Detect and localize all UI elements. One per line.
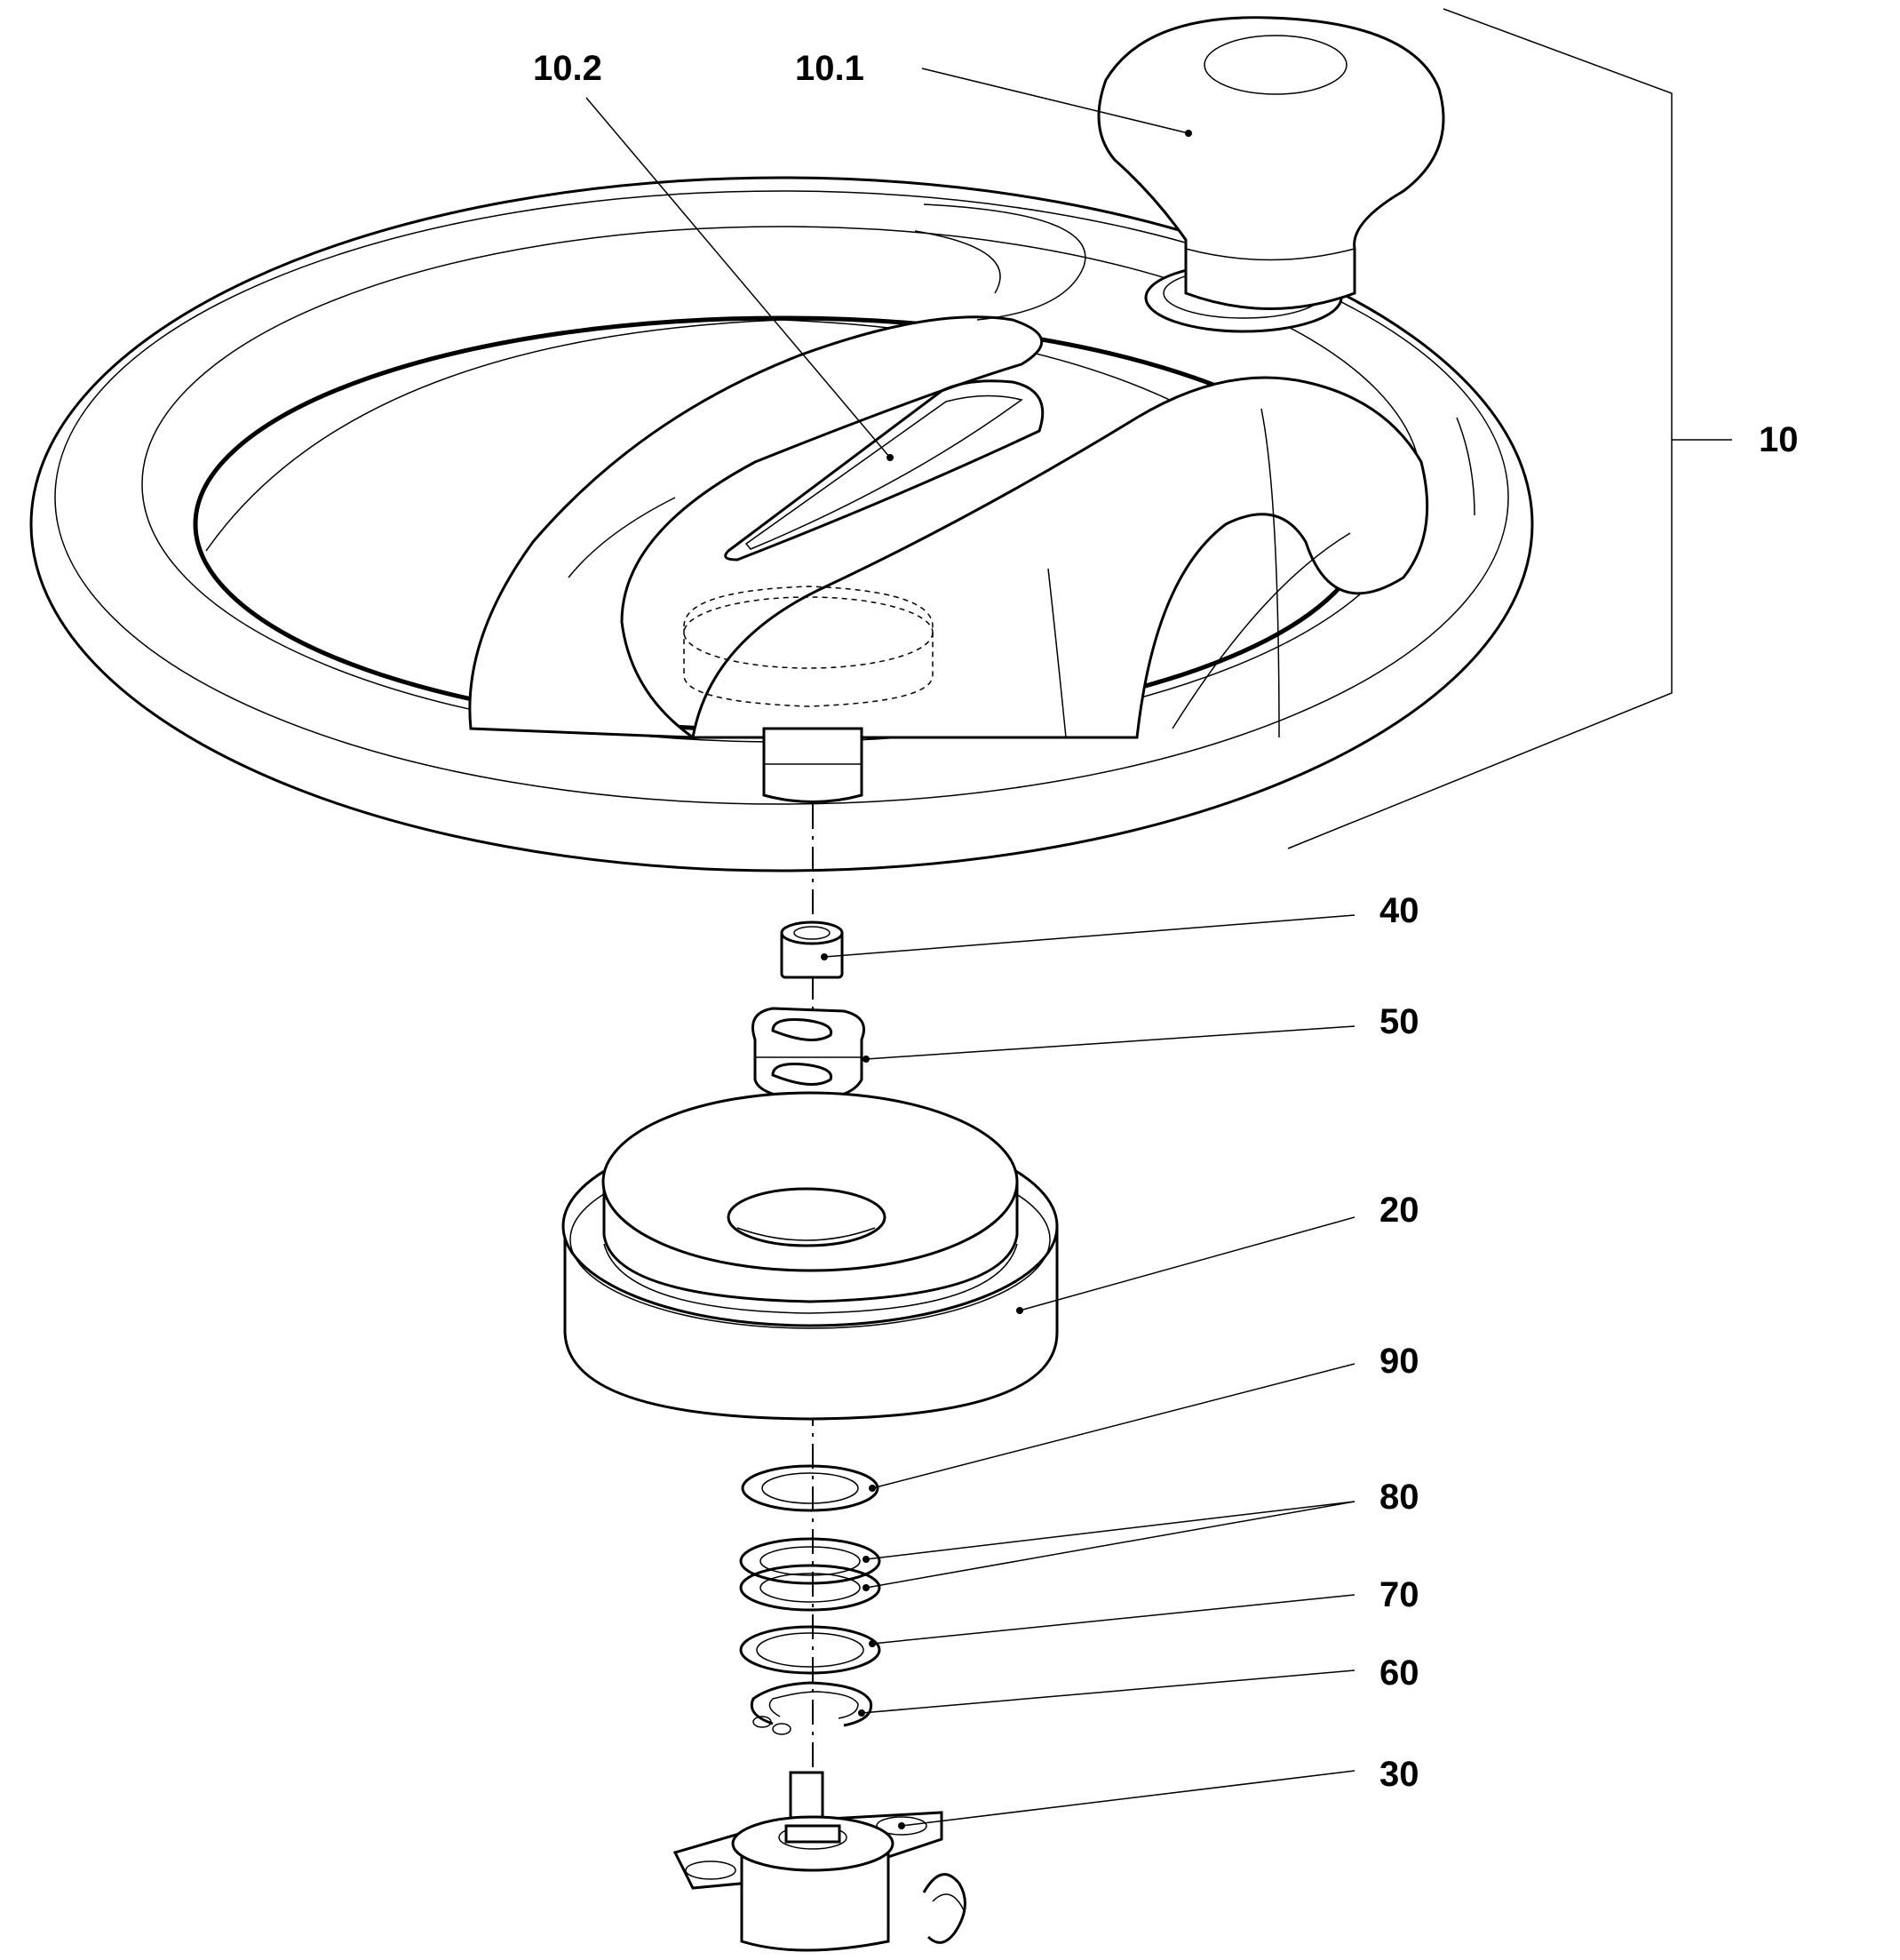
- clamp-part: [751, 1007, 865, 1102]
- wheel-spoke-left: [468, 315, 1043, 739]
- label-30: 30: [1379, 1755, 1419, 1794]
- label-50: 50: [1379, 1002, 1419, 1041]
- wheel-insert: [724, 379, 1045, 562]
- label-70: 70: [1379, 1575, 1419, 1614]
- bushing-part: [780, 920, 844, 979]
- hidden-hub-outline: [683, 586, 934, 707]
- washer-70-part: [739, 1625, 881, 1675]
- circlip-part: [750, 1681, 873, 1735]
- steering-wheel: [29, 16, 1534, 872]
- hub-part: [561, 1091, 1059, 1421]
- label-10-2: 10.2: [533, 49, 602, 88]
- washers-80-part: [739, 1537, 881, 1612]
- label-10: 10: [1759, 420, 1799, 459]
- label-10-1: 10.1: [795, 49, 864, 88]
- label-40: 40: [1379, 891, 1419, 930]
- steering-knob: [1097, 16, 1445, 310]
- leader-lines: [585, 68, 1355, 1829]
- label-60: 60: [1379, 1653, 1419, 1693]
- assembly-bracket: [1287, 8, 1673, 849]
- wheel-shaft-stub: [762, 727, 863, 803]
- washer-90-part: [741, 1464, 879, 1512]
- wheel-spoke-right: [691, 376, 1429, 739]
- wheel-outer-rim: [29, 176, 1534, 872]
- potentiometer-part: [672, 1771, 966, 1952]
- label-80: 80: [1379, 1478, 1419, 1517]
- label-20: 20: [1379, 1191, 1419, 1230]
- label-90: 90: [1379, 1342, 1419, 1381]
